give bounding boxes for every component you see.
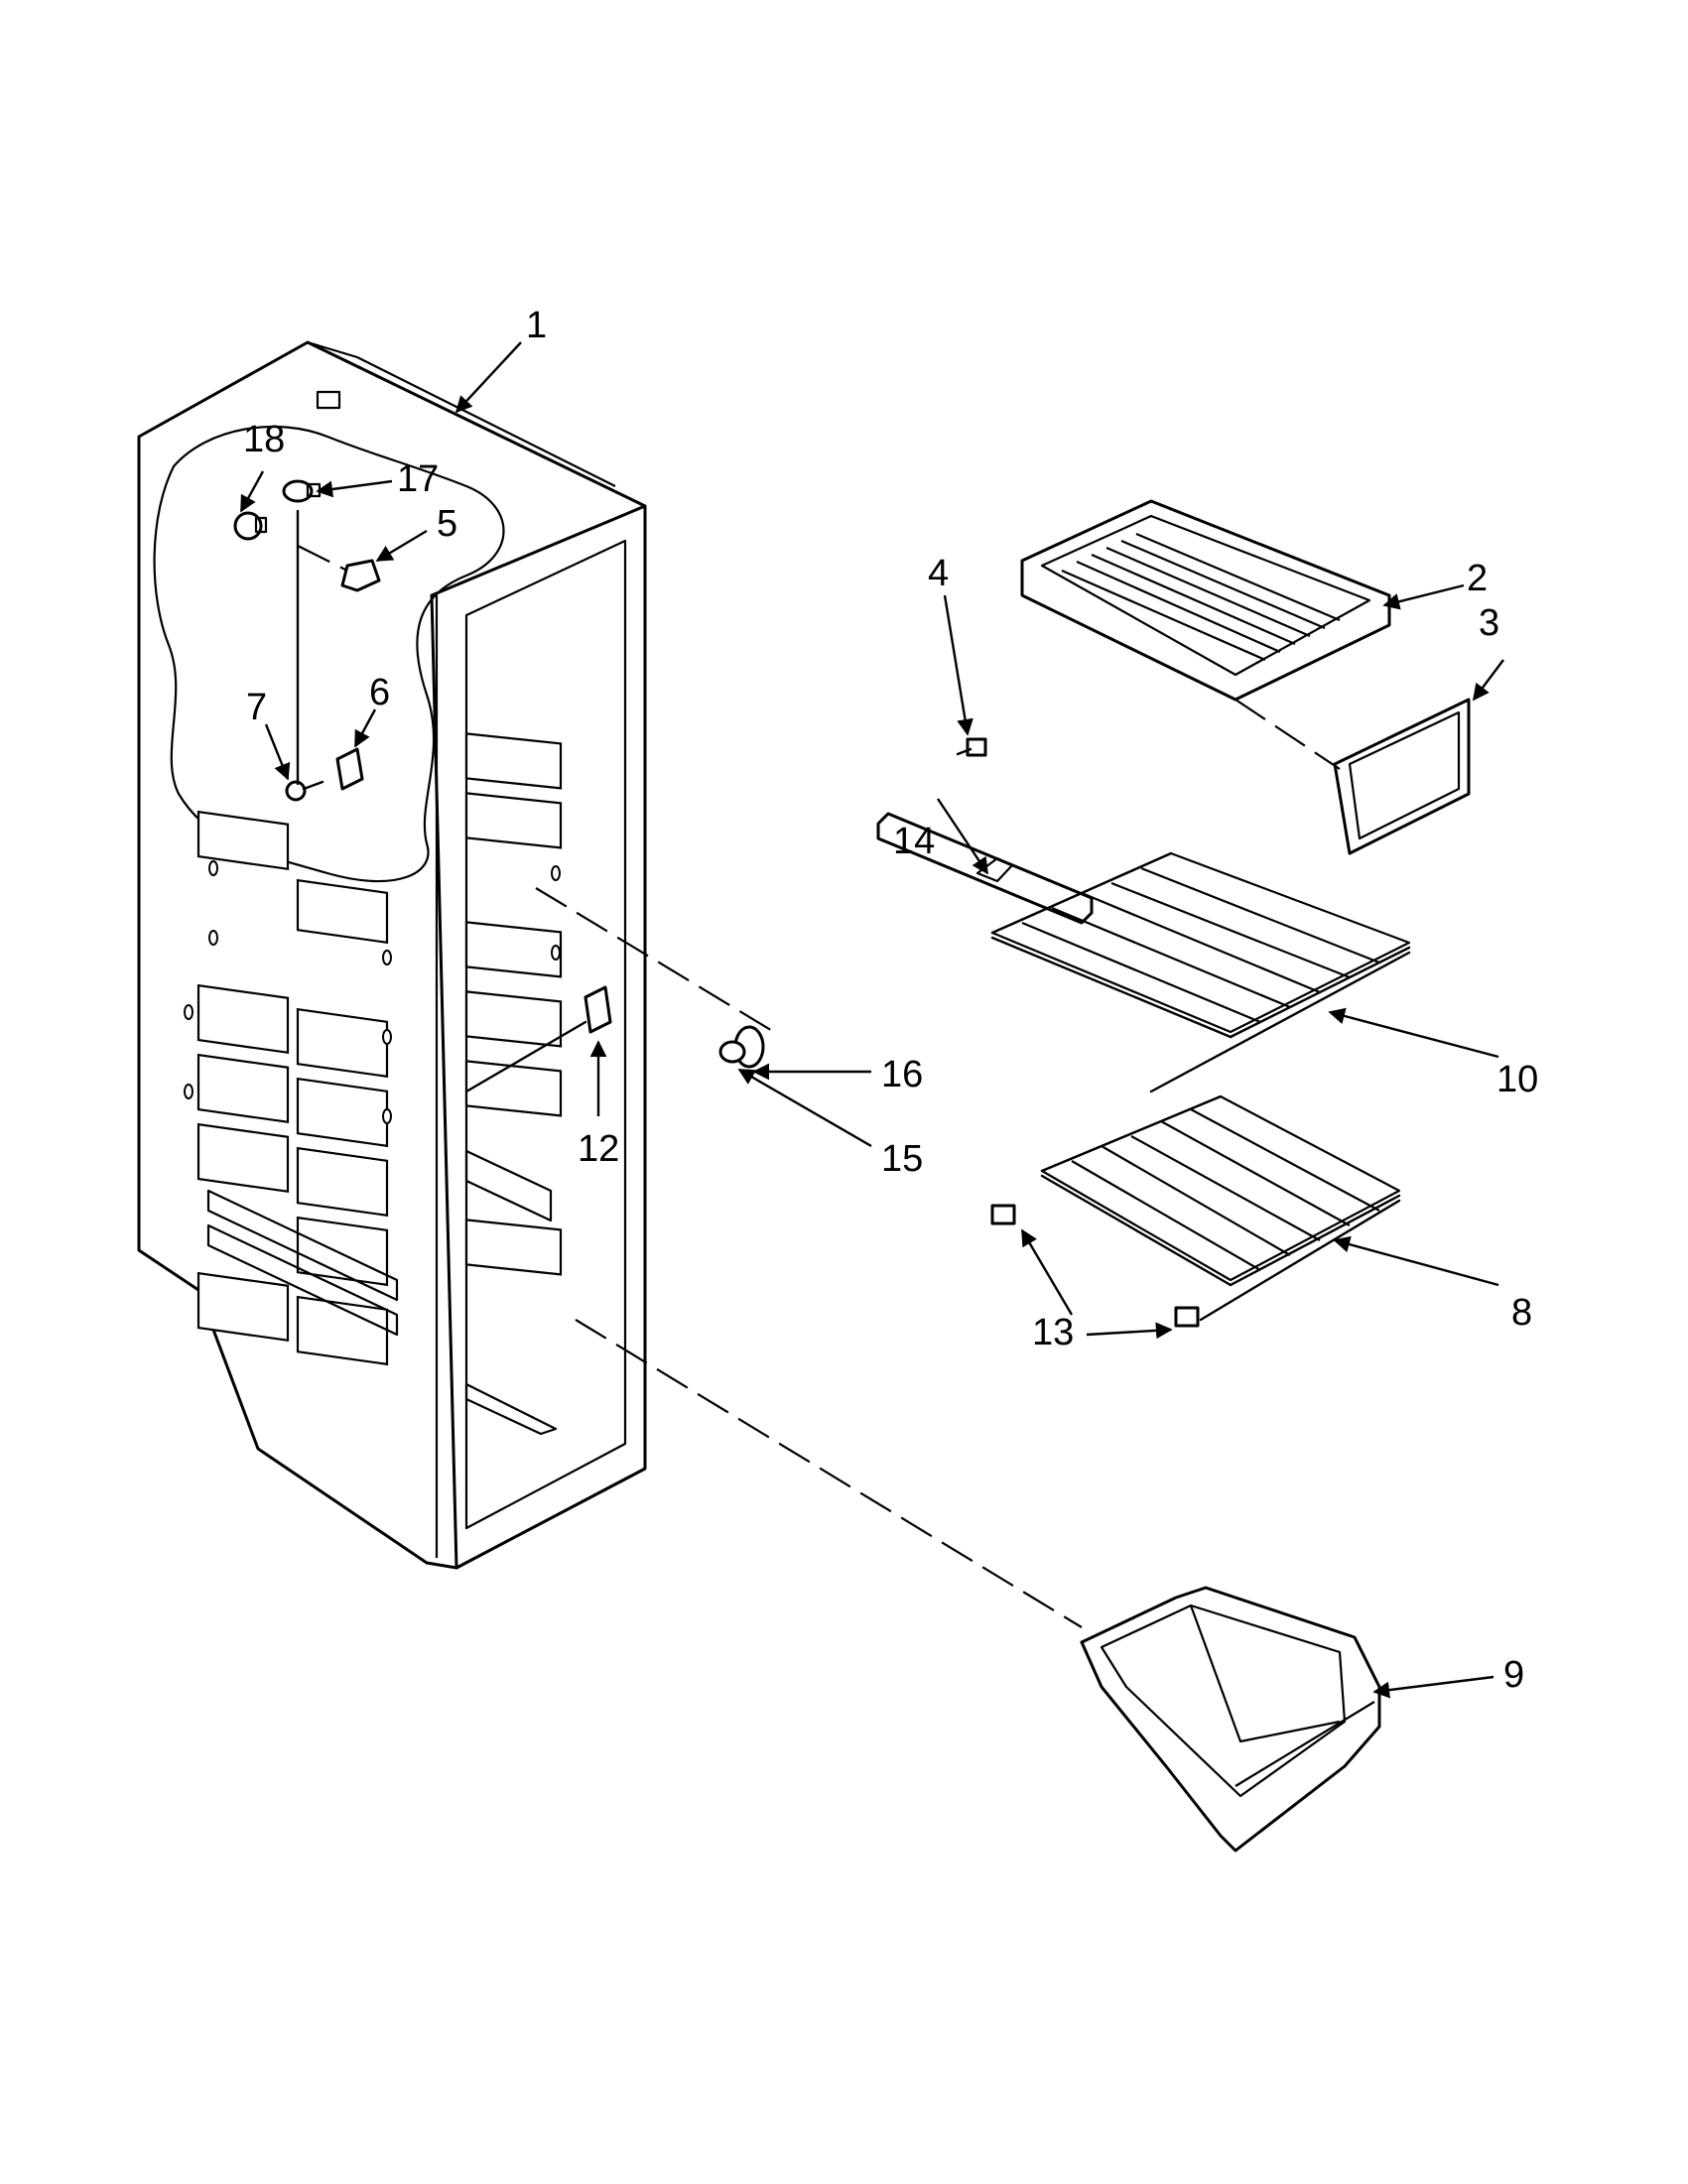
callout-6: 6	[369, 672, 390, 713]
callout-4: 4	[928, 553, 949, 594]
callout-14: 14	[893, 821, 935, 862]
callout-3: 3	[1479, 602, 1499, 644]
shelf-end-cap	[990, 1204, 1200, 1328]
callout-1: 1	[526, 305, 547, 346]
screw-part	[285, 780, 325, 802]
callout-5: 5	[437, 503, 457, 545]
crisper-drawer	[1080, 1586, 1381, 1853]
clip-part	[340, 559, 381, 592]
callout-8: 8	[1511, 1292, 1532, 1334]
callout-labels: 1 2 3 4 5 6 7 8 9 10 12 13 14 15 16 17 1…	[243, 305, 1538, 1696]
glass-insert	[1333, 698, 1471, 855]
light-socket	[282, 479, 322, 503]
callout-17: 17	[397, 458, 439, 500]
callout-15: 15	[881, 1138, 923, 1180]
callout-13: 13	[1032, 1312, 1074, 1353]
roller-part	[718, 1025, 765, 1069]
callout-12: 12	[578, 1128, 619, 1170]
liner-holes	[184, 860, 561, 1124]
wire-shelf-lower	[1040, 1094, 1401, 1322]
leader-lines	[239, 341, 1504, 1699]
callout-2: 2	[1467, 558, 1488, 599]
callout-16: 16	[881, 1054, 923, 1095]
mounting-screw	[956, 737, 987, 757]
sensor-part	[464, 985, 612, 1093]
shelf-grille	[1061, 532, 1341, 662]
wire-shelf-upper	[990, 851, 1411, 1093]
callout-18: 18	[243, 419, 285, 460]
bracket-part	[335, 747, 364, 791]
freezer-liner	[137, 340, 647, 1570]
callout-10: 10	[1496, 1059, 1538, 1100]
callout-7: 7	[246, 687, 267, 728]
crisper-shelf-frame	[1020, 499, 1391, 702]
liner-right-panels	[464, 732, 563, 1276]
light-bulb	[233, 511, 268, 541]
callout-9: 9	[1503, 1654, 1524, 1696]
